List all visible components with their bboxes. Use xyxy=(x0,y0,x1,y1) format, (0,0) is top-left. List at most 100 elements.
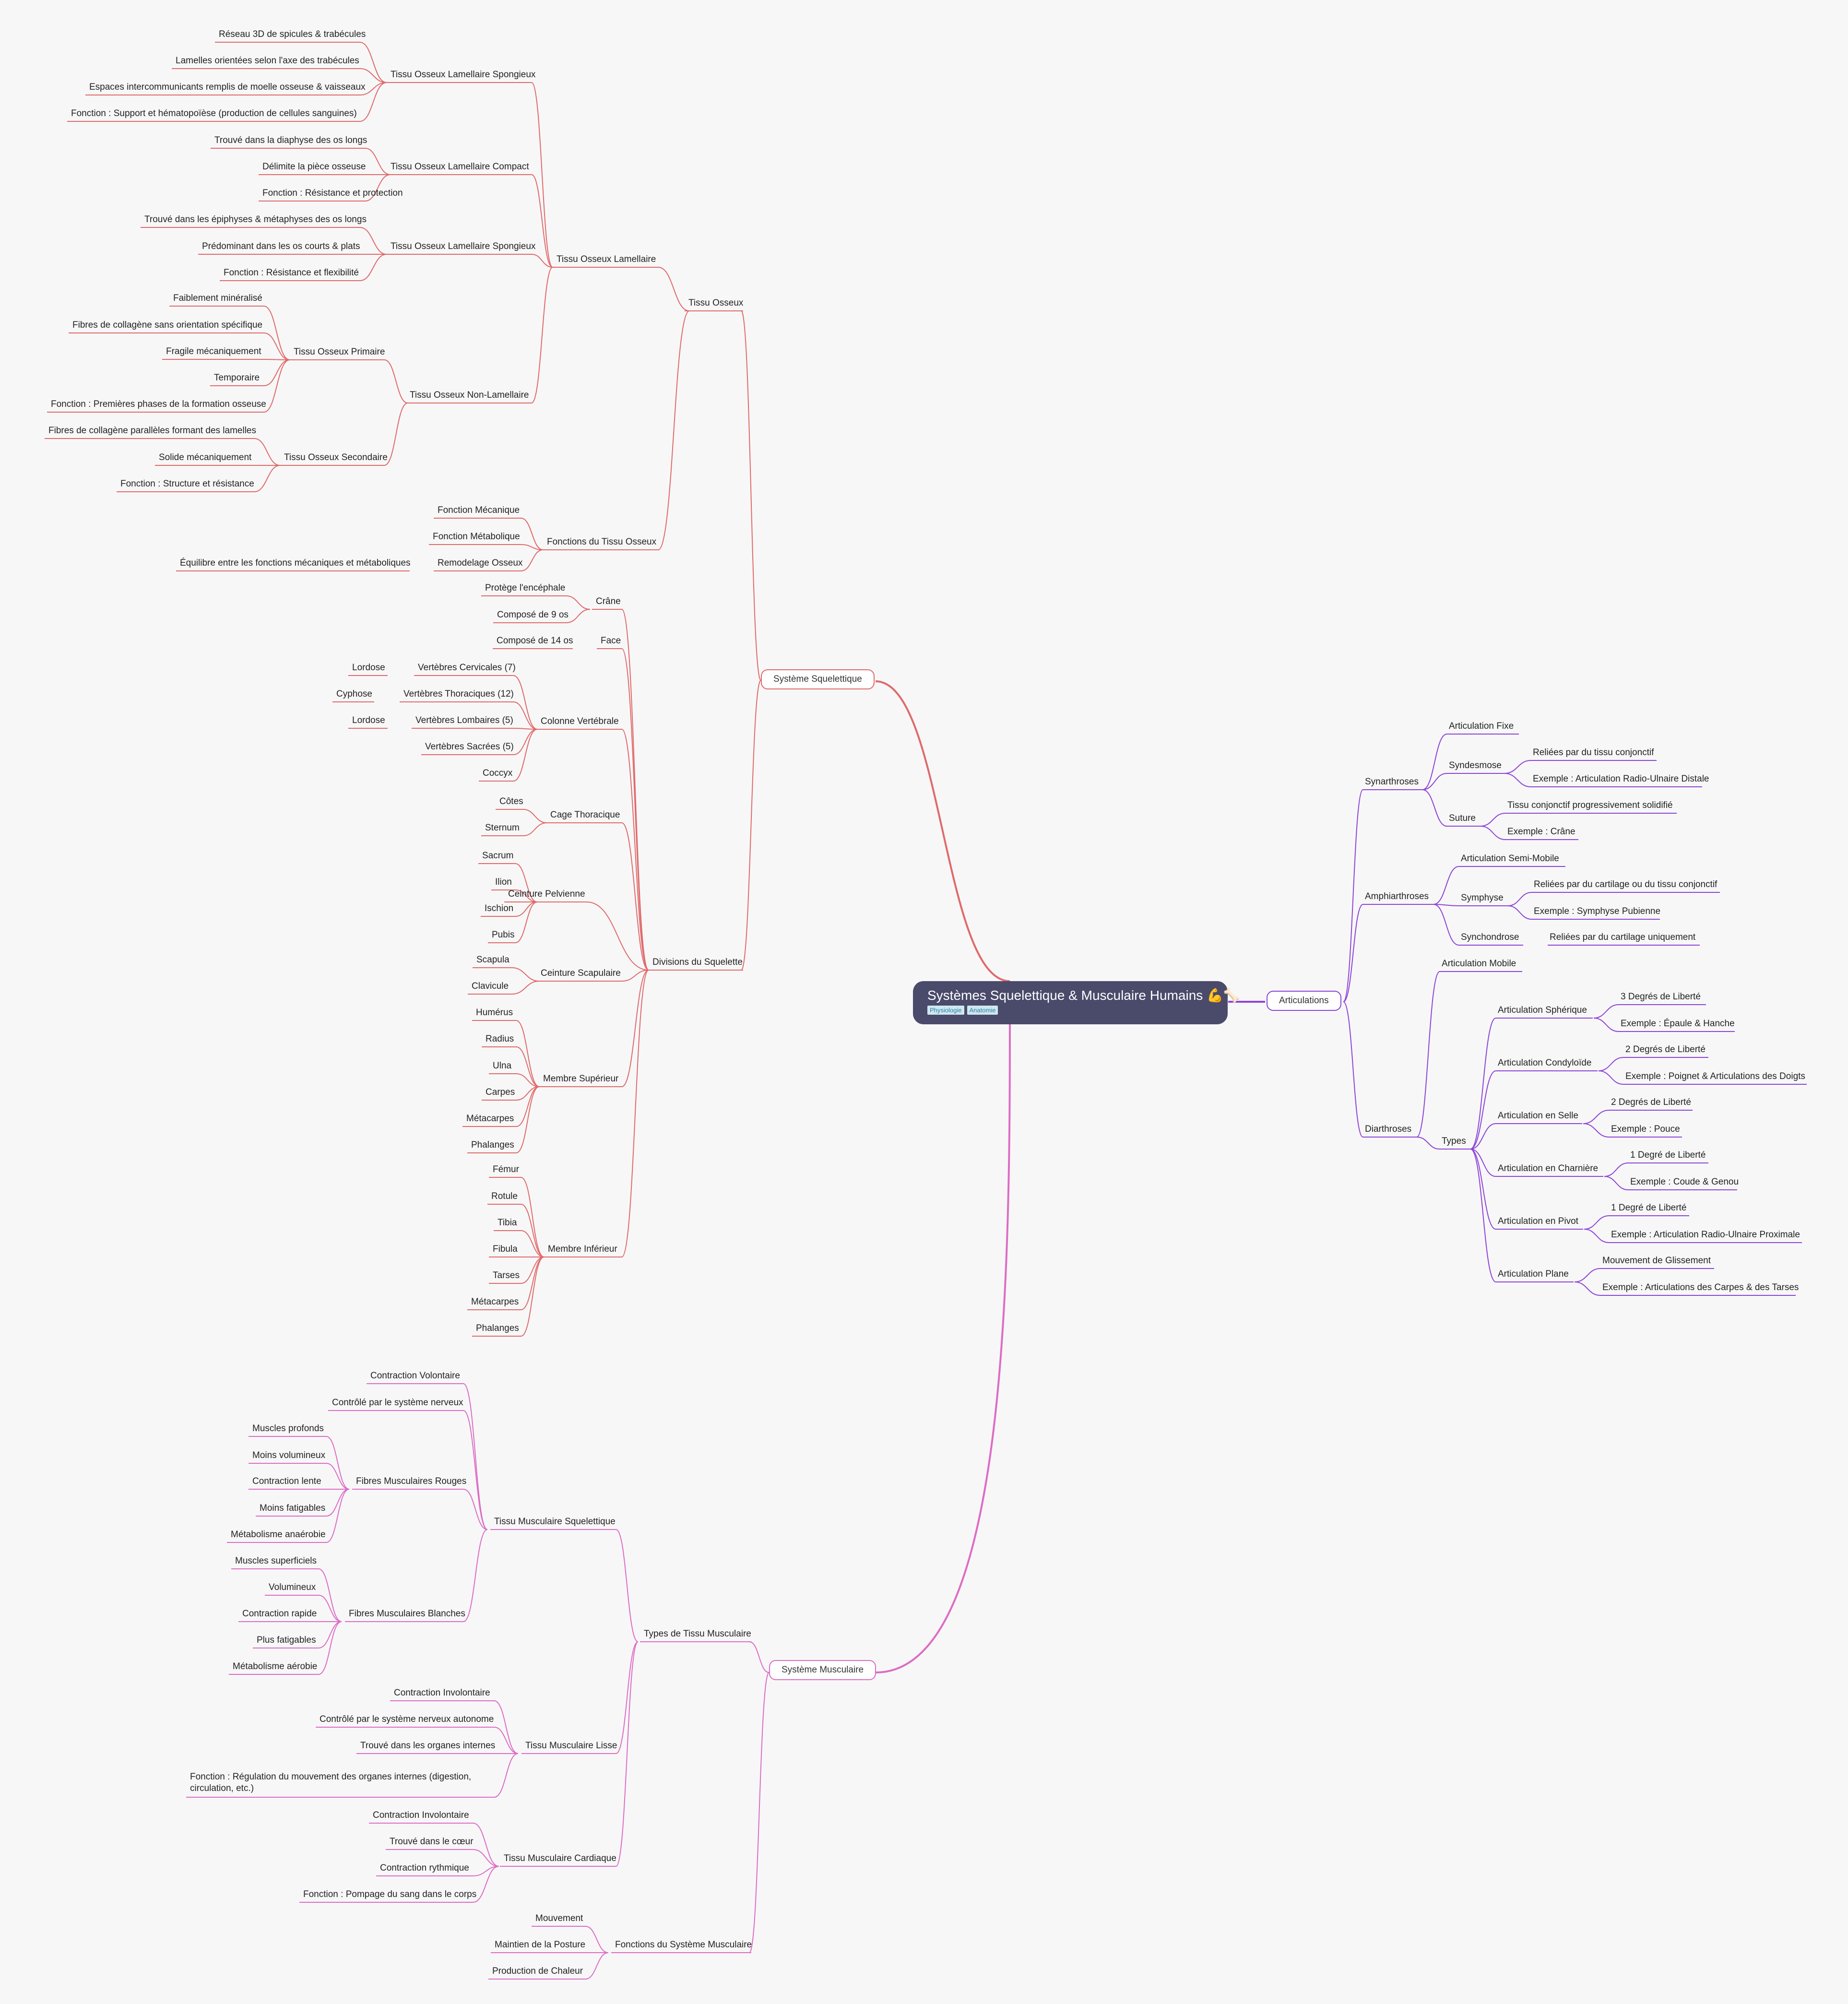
node-carpes[interactable]: Carpes xyxy=(486,1087,515,1097)
node-fonction-resistance-et-protection[interactable]: Fonction : Résistance et protection xyxy=(262,188,403,198)
node-exemple-articulation-radio-ulnaire-dista[interactable]: Exemple : Articulation Radio-Ulnaire Dis… xyxy=(1533,774,1709,784)
node-metabolisme-anaerobie[interactable]: Métabolisme anaérobie xyxy=(231,1530,326,1540)
node-face[interactable]: Face xyxy=(601,636,621,646)
node-exemple-pouce[interactable]: Exemple : Pouce xyxy=(1611,1124,1680,1134)
node-membre-inferieur[interactable]: Membre Inférieur xyxy=(548,1244,617,1254)
node-equilibre-entre-les-fonctions-mecaniques[interactable]: Équilibre entre les fonctions mécaniques… xyxy=(180,558,411,568)
node-articulation-condyloide[interactable]: Articulation Condyloïde xyxy=(1498,1058,1592,1068)
node-tissu-osseux[interactable]: Tissu Osseux xyxy=(688,298,744,308)
node-ischion[interactable]: Ischion xyxy=(485,903,514,913)
node-controle-par-le-systeme-nerveux[interactable]: Contrôlé par le système nerveux xyxy=(332,1398,463,1408)
node-delimite-la-piece-osseuse[interactable]: Délimite la pièce osseuse xyxy=(262,162,366,172)
node-radius[interactable]: Radius xyxy=(486,1034,514,1044)
node-sternum[interactable]: Sternum xyxy=(485,823,520,833)
node-compose-de-9-os[interactable]: Composé de 9 os xyxy=(497,610,569,620)
node-diarthroses[interactable]: Diarthroses xyxy=(1365,1124,1412,1134)
node-contraction-involontaire[interactable]: Contraction Involontaire xyxy=(373,1810,469,1820)
node-tarses[interactable]: Tarses xyxy=(493,1270,520,1281)
node-types-de-tissu-musculaire[interactable]: Types de Tissu Musculaire xyxy=(644,1629,751,1639)
node-predominant-dans-les-os-courts-plats[interactable]: Prédominant dans les os courts & plats xyxy=(202,241,360,251)
node-fonctions-du-tissu-osseux[interactable]: Fonctions du Tissu Osseux xyxy=(547,537,657,547)
node-exemple-articulation-radio-ulnaire-proxi[interactable]: Exemple : Articulation Radio-Ulnaire Pro… xyxy=(1611,1230,1800,1240)
node-vertebres-lombaires-5[interactable]: Vertèbres Lombaires (5) xyxy=(415,715,513,725)
node-membre-superieur[interactable]: Membre Supérieur xyxy=(543,1074,619,1084)
node-suture[interactable]: Suture xyxy=(1449,813,1476,823)
node-tibia[interactable]: Tibia xyxy=(498,1218,517,1228)
node-reliees-par-du-cartilage-ou-du-tissu-con[interactable]: Reliées par du cartilage ou du tissu con… xyxy=(1534,879,1718,889)
node-3-degres-de-liberte[interactable]: 3 Degrés de Liberté xyxy=(1621,992,1701,1002)
node-ceinture-pelvienne[interactable]: Ceinture Pelvienne xyxy=(508,889,585,899)
tag-physiologie[interactable]: Physiologie xyxy=(927,1006,964,1015)
node-tissu-musculaire-cardiaque[interactable]: Tissu Musculaire Cardiaque xyxy=(504,1853,616,1863)
node-articulation-mobile[interactable]: Articulation Mobile xyxy=(1442,959,1516,969)
node-tissu-osseux-non-lamellaire[interactable]: Tissu Osseux Non-Lamellaire xyxy=(410,390,529,400)
node-fonction-mecanique[interactable]: Fonction Mécanique xyxy=(438,505,520,515)
node-exemple-crane[interactable]: Exemple : Crâne xyxy=(1507,827,1576,837)
node-maintien-de-la-posture[interactable]: Maintien de la Posture xyxy=(495,1940,586,1950)
node-fonction-structure-et-resistance[interactable]: Fonction : Structure et résistance xyxy=(120,479,254,489)
node-coccyx[interactable]: Coccyx xyxy=(483,768,513,778)
node-tissu-musculaire-squelettique[interactable]: Tissu Musculaire Squelettique xyxy=(494,1517,616,1527)
node-lordose[interactable]: Lordose xyxy=(352,663,385,673)
node-sacrum[interactable]: Sacrum xyxy=(482,851,514,861)
node-femur[interactable]: Fémur xyxy=(493,1164,519,1174)
node-tissu-musculaire-lisse[interactable]: Tissu Musculaire Lisse xyxy=(525,1741,617,1751)
node-articulation-semi-mobile[interactable]: Articulation Semi-Mobile xyxy=(1461,854,1559,864)
node-colonne-vertebrale[interactable]: Colonne Vertébrale xyxy=(541,716,619,726)
node-reseau-3d-de-spicules-trabecules[interactable]: Réseau 3D de spicules & trabécules xyxy=(219,29,366,39)
node-solide-mecaniquement[interactable]: Solide mécaniquement xyxy=(159,452,252,462)
node-vertebres-thoraciques-12[interactable]: Vertèbres Thoraciques (12) xyxy=(403,689,514,699)
node-mouvement-de-glissement[interactable]: Mouvement de Glissement xyxy=(1602,1256,1711,1266)
node-synchondrose[interactable]: Synchondrose xyxy=(1461,932,1519,942)
node-phalanges[interactable]: Phalanges xyxy=(471,1140,514,1150)
node-remodelage-osseux[interactable]: Remodelage Osseux xyxy=(438,558,523,568)
node-trouve-dans-la-diaphyse-des-os-longs[interactable]: Trouvé dans la diaphyse des os longs xyxy=(214,135,367,145)
node-reliees-par-du-cartilage-uniquement[interactable]: Reliées par du cartilage uniquement xyxy=(1550,932,1696,942)
node-cotes[interactable]: Côtes xyxy=(499,796,523,806)
node-tissu-osseux-secondaire[interactable]: Tissu Osseux Secondaire xyxy=(284,452,388,462)
node-ulna[interactable]: Ulna xyxy=(493,1061,512,1071)
node-articulation-fixe[interactable]: Articulation Fixe xyxy=(1449,721,1514,731)
node-tissu-osseux-lamellaire-compact[interactable]: Tissu Osseux Lamellaire Compact xyxy=(391,162,529,172)
node-symphyse[interactable]: Symphyse xyxy=(1461,893,1504,903)
node-pubis[interactable]: Pubis xyxy=(492,930,515,940)
node-contraction-rapide[interactable]: Contraction rapide xyxy=(242,1609,317,1619)
node-temporaire[interactable]: Temporaire xyxy=(214,373,260,383)
node-compose-de-14-os[interactable]: Composé de 14 os xyxy=(497,636,573,646)
node-controle-par-le-systeme-nerveux-autonome[interactable]: Contrôlé par le système nerveux autonome xyxy=(320,1714,494,1724)
node-ceinture-scapulaire[interactable]: Ceinture Scapulaire xyxy=(541,968,621,978)
node-fibres-de-collagene-sans-orientation-spe[interactable]: Fibres de collagène sans orientation spé… xyxy=(72,320,263,330)
node-lamelles-orientees-selon-l-axe-des-trabe[interactable]: Lamelles orientées selon l'axe des trabé… xyxy=(176,56,359,66)
node-moins-volumineux[interactable]: Moins volumineux xyxy=(252,1450,326,1460)
node-vertebres-sacrees-5[interactable]: Vertèbres Sacrées (5) xyxy=(425,742,514,752)
node-fonction-support-et-hematopoiese-product[interactable]: Fonction : Support et hématopoïèse (prod… xyxy=(71,108,357,119)
node-metabolisme-aerobie[interactable]: Métabolisme aérobie xyxy=(233,1661,318,1672)
node-moins-fatigables[interactable]: Moins fatigables xyxy=(260,1503,326,1513)
node-articulation-plane[interactable]: Articulation Plane xyxy=(1498,1269,1569,1279)
branch-systeme-musculaire[interactable]: Système Musculaire xyxy=(769,1660,877,1680)
node-cage-thoracique[interactable]: Cage Thoracique xyxy=(550,810,620,820)
node-2-degres-de-liberte[interactable]: 2 Degrés de Liberté xyxy=(1611,1097,1691,1107)
node-fibres-musculaires-rouges[interactable]: Fibres Musculaires Rouges xyxy=(356,1476,467,1486)
node-tissu-conjonctif-progressivement-solidif[interactable]: Tissu conjonctif progressivement solidif… xyxy=(1507,800,1673,810)
node-protege-l-encephale[interactable]: Protège l'encéphale xyxy=(485,583,566,593)
node-reliees-par-du-tissu-conjonctif[interactable]: Reliées par du tissu conjonctif xyxy=(1533,747,1654,758)
node-articulation-spherique[interactable]: Articulation Sphérique xyxy=(1498,1005,1587,1015)
node-muscles-superficiels[interactable]: Muscles superficiels xyxy=(235,1556,317,1566)
node-volumineux[interactable]: Volumineux xyxy=(269,1582,316,1592)
node-fonction-metabolique[interactable]: Fonction Métabolique xyxy=(433,532,520,542)
node-trouve-dans-les-organes-internes[interactable]: Trouvé dans les organes internes xyxy=(360,1741,496,1751)
tag-anatomie[interactable]: Anatomie xyxy=(967,1006,998,1015)
node-synarthroses[interactable]: Synarthroses xyxy=(1365,777,1419,787)
node-espaces-intercommunicants-remplis-de-moe[interactable]: Espaces intercommunicants remplis de moe… xyxy=(89,82,366,92)
node-types[interactable]: Types xyxy=(1442,1136,1466,1146)
node-1-degre-de-liberte[interactable]: 1 Degré de Liberté xyxy=(1630,1150,1706,1160)
node-metacarpes[interactable]: Métacarpes xyxy=(471,1297,519,1307)
node-tissu-osseux-lamellaire[interactable]: Tissu Osseux Lamellaire xyxy=(557,254,656,264)
node-contraction-rythmique[interactable]: Contraction rythmique xyxy=(380,1863,469,1873)
node-divisions-du-squelette[interactable]: Divisions du Squelette xyxy=(652,957,743,967)
node-phalanges[interactable]: Phalanges xyxy=(476,1323,519,1333)
node-fibula[interactable]: Fibula xyxy=(493,1244,518,1254)
node-fonction-premieres-phases-de-la-formatio[interactable]: Fonction : Premières phases de la format… xyxy=(51,399,266,409)
node-fonction-resistance-et-flexibilite[interactable]: Fonction : Résistance et flexibilité xyxy=(224,268,359,278)
